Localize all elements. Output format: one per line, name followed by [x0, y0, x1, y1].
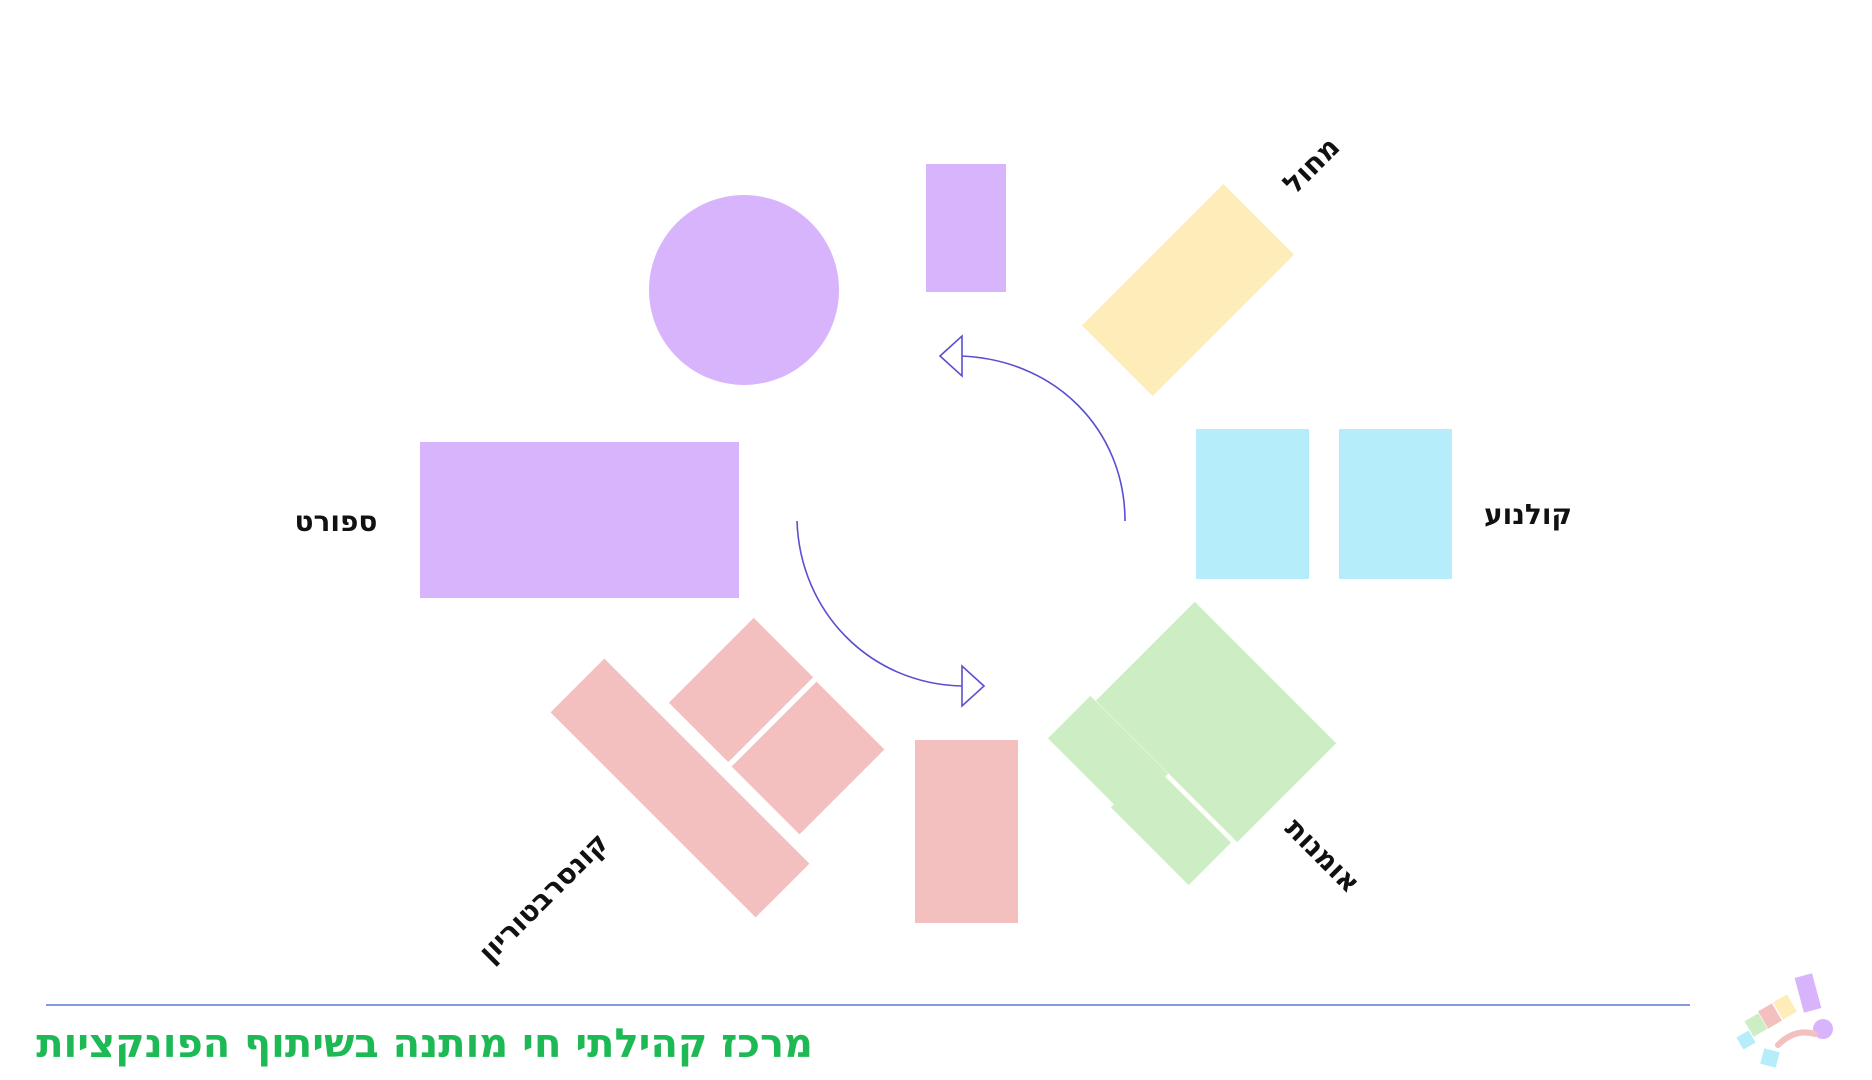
conservatory-rect-lower	[731, 681, 885, 835]
cycle-arrow-icon	[796, 334, 1126, 708]
cinema-rect-left	[1196, 429, 1309, 579]
arrow-lower-head	[961, 664, 986, 708]
footer-title: מרכז קהילתי חי מותנה בשיתוף הפונקציות	[36, 1021, 813, 1067]
arrow-lower-curve	[796, 520, 963, 687]
dance-rect	[1081, 183, 1295, 397]
arrow-upper-curve	[957, 355, 1126, 522]
label-sport: ספורט	[295, 505, 378, 538]
purple-circle-space	[649, 195, 839, 385]
label-art: אומנות	[1279, 811, 1367, 899]
cinema-rect-right	[1339, 429, 1452, 579]
logo-confetti-icon	[1736, 973, 1833, 1068]
label-dance: מחול	[1276, 130, 1346, 200]
conservatory-rect-upper	[668, 617, 814, 763]
art-rect-small-right	[1110, 764, 1232, 886]
label-conservatory: קונסרבטוריון	[472, 826, 615, 969]
arrow-upper-head	[938, 334, 963, 378]
art-rect-large	[1095, 601, 1337, 843]
purple-small-rect	[926, 164, 1006, 292]
conservatory-rect-long	[550, 658, 810, 918]
label-cinema: קולנוע	[1484, 498, 1572, 531]
sport-rect	[420, 442, 739, 598]
conservatory-rect-upright	[915, 740, 1018, 923]
